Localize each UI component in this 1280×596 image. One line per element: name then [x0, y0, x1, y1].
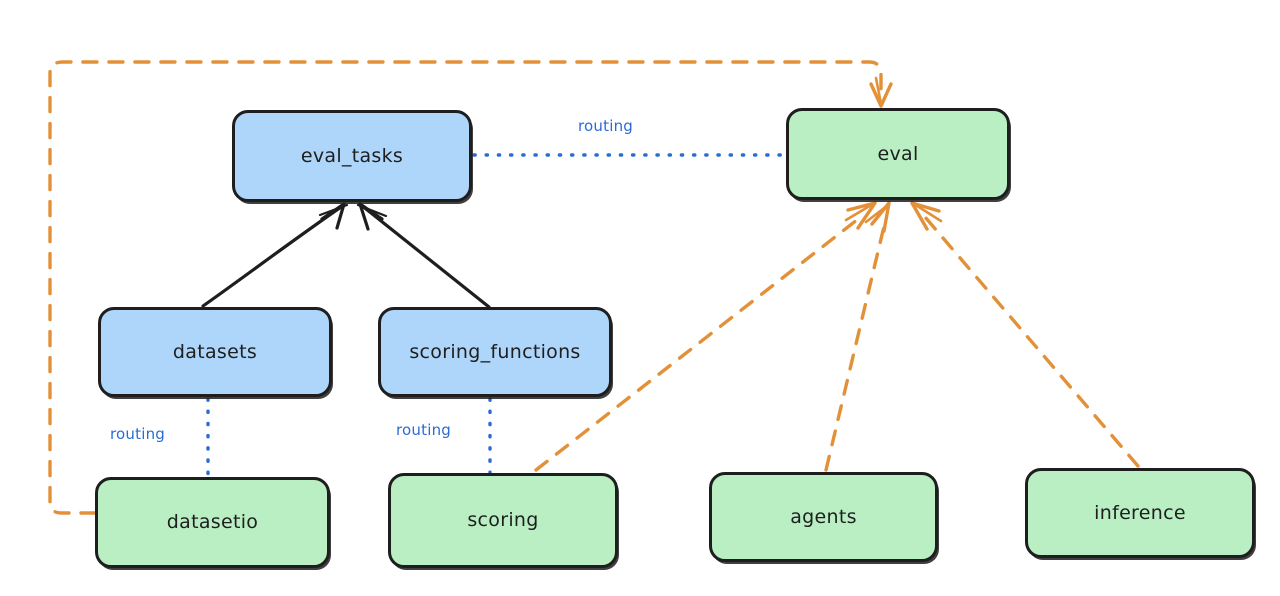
- edge-agents-to-eval-dependency: [824, 201, 891, 472]
- node-label-datasetio: datasetio: [166, 511, 259, 534]
- node-label-scoring-functions: scoring_functions: [409, 340, 581, 363]
- node-label-datasets: datasets: [172, 340, 258, 363]
- edge-datasets-to-eval-tasks: [201, 202, 349, 308]
- node-label-eval-tasks: eval_tasks: [300, 144, 404, 167]
- node-agents[interactable]: agents: [709, 472, 938, 562]
- node-eval[interactable]: eval: [786, 108, 1010, 200]
- node-label-agents: agents: [790, 505, 857, 528]
- node-label-inference: inference: [1094, 501, 1186, 524]
- edge-scoring-functions-to-eval-tasks: [356, 202, 491, 309]
- node-scoring[interactable]: scoring: [388, 473, 618, 568]
- node-datasets[interactable]: datasets: [98, 307, 332, 397]
- node-label-eval: eval: [877, 142, 919, 165]
- node-inference[interactable]: inference: [1025, 468, 1255, 558]
- node-eval-tasks[interactable]: eval_tasks: [232, 110, 472, 202]
- node-scoring-functions[interactable]: scoring_functions: [378, 307, 612, 397]
- edge-inference-to-eval-dependency: [910, 201, 1140, 468]
- edge-label-routing-scoring-functions-scoring: routing: [396, 421, 451, 439]
- node-label-scoring: scoring: [467, 509, 539, 532]
- edge-label-routing-datasets-datasetio: routing: [110, 425, 165, 443]
- node-datasetio[interactable]: datasetio: [95, 477, 330, 568]
- edge-label-routing-eval-tasks-eval: routing: [578, 117, 633, 135]
